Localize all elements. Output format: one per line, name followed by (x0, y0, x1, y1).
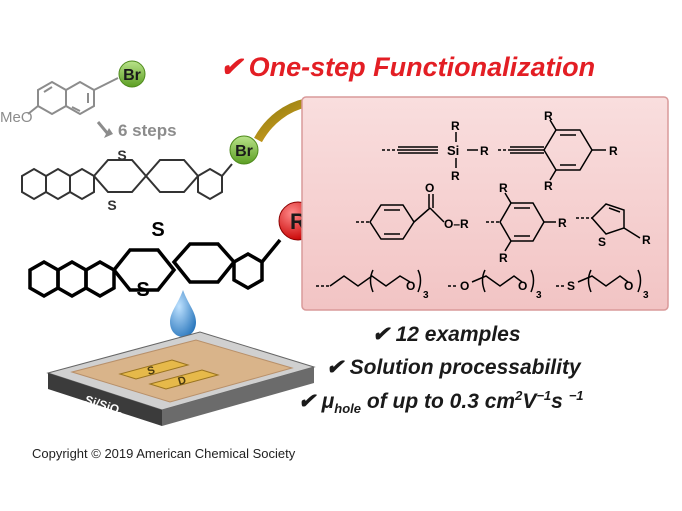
ester-carbonyl-o: O (425, 181, 434, 195)
intermediate-sulfur-top: S (117, 147, 126, 163)
mobility-subscript: hole (334, 401, 362, 417)
drain-electrode (148, 369, 220, 390)
bromine-badge-intermediate (229, 135, 259, 165)
mobility-sup-cm: 2 (515, 388, 523, 403)
mobility-sup-second: −1 (568, 388, 584, 403)
mobility-text: of up to 0.3 cm (361, 390, 516, 413)
chain3-lead-sulfur: S (567, 279, 575, 293)
source-label: S (146, 364, 156, 378)
chain2-lead-oxygen: O (460, 279, 469, 293)
intermediate-sulfur-bottom: S (107, 197, 116, 213)
aryl-alkynyl-group (498, 119, 606, 181)
six-steps-label: 6 steps (118, 121, 177, 140)
thienyl-r: R (642, 233, 651, 247)
aryl-r2: R (558, 216, 567, 230)
bullet-check-icon: ✔ (298, 390, 316, 413)
chain3-oxygen: O (624, 279, 633, 293)
silyl-r3: R (451, 169, 460, 183)
alkyl-glycol-chain (316, 269, 422, 293)
bullet-examples-text: 12 examples (395, 323, 521, 346)
title-check-icon: ✔ (220, 52, 243, 82)
bullet-check-icon: ✔ (372, 323, 390, 346)
headline-title: ✔One-step Functionalization (220, 52, 595, 83)
mobility-volt: V (522, 390, 537, 413)
chain1-count: 3 (423, 290, 429, 301)
starting-material (27, 77, 119, 116)
six-steps-arrow (96, 121, 113, 138)
substituent-panel (301, 96, 669, 311)
ester-ether: O–R (444, 217, 469, 231)
bullet-processability: ✔Solution processability (326, 355, 581, 380)
silyl-r2: R (480, 144, 489, 158)
methoxy-label: MeO (0, 109, 33, 126)
chain1-oxygen: O (406, 279, 415, 293)
alkoxy-glycol-chain (448, 269, 535, 293)
aryl-alkynyl-r3: R (544, 179, 553, 193)
chain3-count: 3 (643, 290, 649, 301)
mobility-sup-volt: −1 (536, 388, 552, 403)
bromine-label-start: Br (123, 67, 141, 84)
aryl-r1: R (499, 181, 508, 195)
drain-label: D (177, 374, 188, 388)
source-electrode (118, 359, 190, 380)
thienyl-group (576, 203, 641, 239)
brominated-dntt (21, 159, 233, 201)
ester-group (356, 194, 445, 240)
thienyl-sulfur: S (598, 235, 606, 249)
solution-droplet (170, 290, 196, 337)
silyl-r1: R (451, 119, 460, 133)
functionalized-dntt (28, 238, 282, 299)
mobility-symbol: μ (321, 390, 335, 413)
bromine-badge-start (118, 60, 146, 88)
title-text: One-step Functionalization (248, 52, 596, 82)
product-sulfur-bottom: S (136, 279, 149, 301)
mobility-second: s (551, 390, 569, 413)
chain2-oxygen: O (518, 279, 527, 293)
aryl-alkynyl-r1: R (544, 109, 553, 123)
aryl-alkynyl-r2: R (609, 144, 618, 158)
bullet-processability-text: Solution processability (349, 356, 581, 379)
aryl-group (486, 192, 556, 252)
silyl-alkynyl-group (382, 132, 478, 168)
product-sulfur-top: S (151, 219, 164, 241)
silicon-label: Si (447, 143, 459, 158)
bromine-label-intermediate: Br (235, 143, 253, 160)
thioalkyl-glycol-chain (556, 269, 642, 293)
bullet-check-icon: ✔ (326, 356, 344, 379)
aryl-r3: R (499, 251, 508, 265)
chain2-count: 3 (536, 290, 542, 301)
bullet-examples: ✔12 examples (372, 322, 521, 347)
ofet-device (46, 331, 316, 426)
copyright-notice: Copyright © 2019 American Chemical Socie… (32, 446, 296, 461)
bullet-mobility: ✔μhole of up to 0.3 cm2V−1s −1 (298, 388, 584, 416)
